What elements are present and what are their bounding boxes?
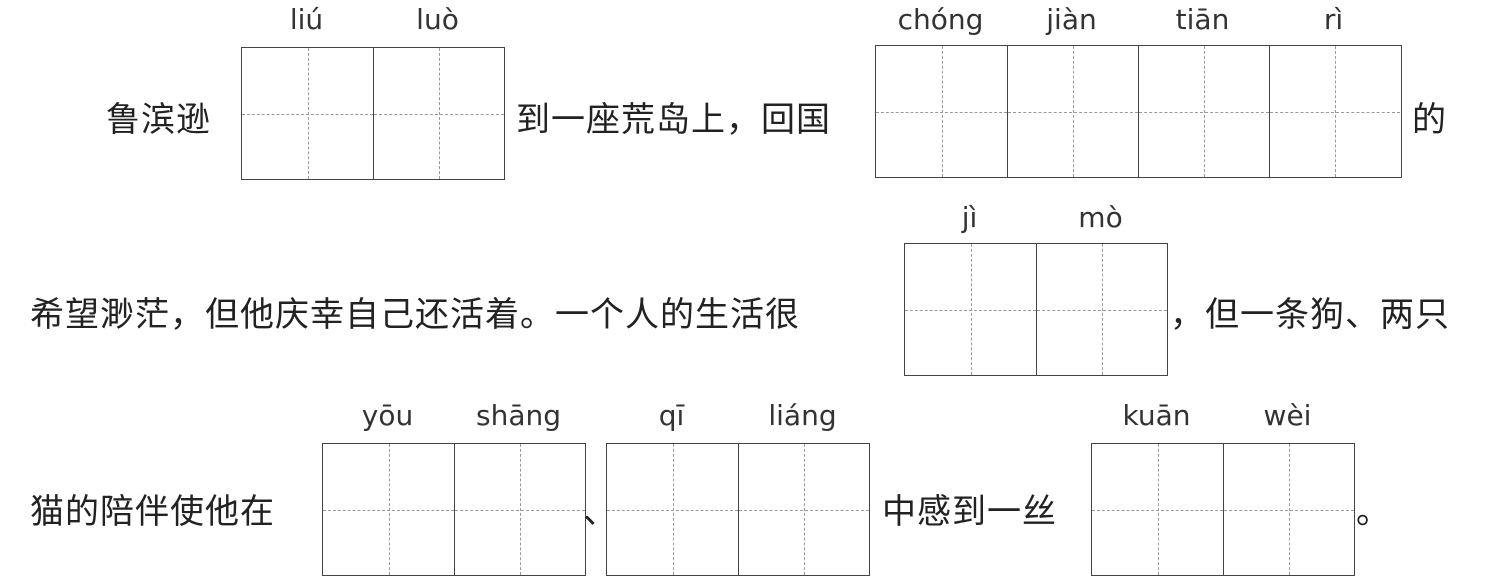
pinyin-label: liáng	[768, 399, 837, 432]
pinyin-label: shāng	[475, 399, 561, 432]
line-3-text-2: 、	[583, 492, 618, 532]
line-2-text-2: ，但一条狗、两只	[1170, 295, 1450, 335]
line-2-text-1: 希望渺茫，但他庆幸自己还活着。一个人的生活很	[30, 295, 800, 335]
writing-cell[interactable]	[905, 244, 1036, 375]
writing-cell[interactable]	[373, 48, 504, 179]
writing-cell[interactable]	[1269, 46, 1400, 177]
writing-boxes[interactable]	[1091, 443, 1355, 576]
writing-cell[interactable]	[607, 444, 738, 575]
line-3-text-3: 中感到一丝	[882, 492, 1057, 532]
pinyin-label: luò	[416, 3, 459, 36]
pinyin-label: rì	[1323, 3, 1344, 36]
pinyin-label: qī	[658, 399, 685, 432]
line-1-text-3: 的	[1412, 100, 1447, 140]
line-2: 希望渺茫，但他庆幸自己还活着。一个人的生活很 jì mò ，但一条狗、两只	[0, 200, 1492, 390]
writing-cell[interactable]	[1036, 244, 1167, 375]
writing-boxes[interactable]	[904, 243, 1168, 376]
pinyin-label: wèi	[1263, 399, 1312, 432]
line-3: 猫的陪伴使他在 yōu shāng 、 qī liáng 中感到一丝 kuān …	[0, 398, 1492, 588]
writing-cell[interactable]	[1007, 46, 1138, 177]
writing-boxes[interactable]	[322, 443, 586, 576]
pinyin-label: kuān	[1122, 399, 1191, 432]
pinyin-label: liú	[289, 3, 324, 36]
line-1-text-2: 到一座荒岛上，回国	[516, 100, 831, 140]
pinyin-label: yōu	[361, 399, 414, 432]
line-1-text-1: 鲁滨逊	[106, 100, 211, 140]
writing-boxes[interactable]	[875, 45, 1402, 178]
writing-cell[interactable]	[738, 444, 869, 575]
writing-cell[interactable]	[323, 444, 454, 575]
writing-boxes[interactable]	[241, 47, 505, 180]
pinyin-label: jiàn	[1046, 3, 1097, 36]
line-3-text-4: 。	[1356, 492, 1391, 532]
pinyin-label: chóng	[897, 3, 984, 36]
writing-cell[interactable]	[1138, 46, 1269, 177]
line-1: 鲁滨逊 liú luò 到一座荒岛上，回国 chóng jiàn tiān rì…	[0, 2, 1492, 192]
writing-cell[interactable]	[1092, 444, 1223, 575]
pinyin-label: tiān	[1175, 3, 1230, 36]
writing-cell[interactable]	[242, 48, 373, 179]
writing-cell[interactable]	[454, 444, 585, 575]
writing-cell[interactable]	[1223, 444, 1354, 575]
pinyin-label: jì	[961, 201, 978, 234]
line-3-text-1: 猫的陪伴使他在	[30, 492, 275, 532]
writing-boxes[interactable]	[606, 443, 870, 576]
writing-cell[interactable]	[876, 46, 1007, 177]
pinyin-label: mò	[1078, 201, 1123, 234]
